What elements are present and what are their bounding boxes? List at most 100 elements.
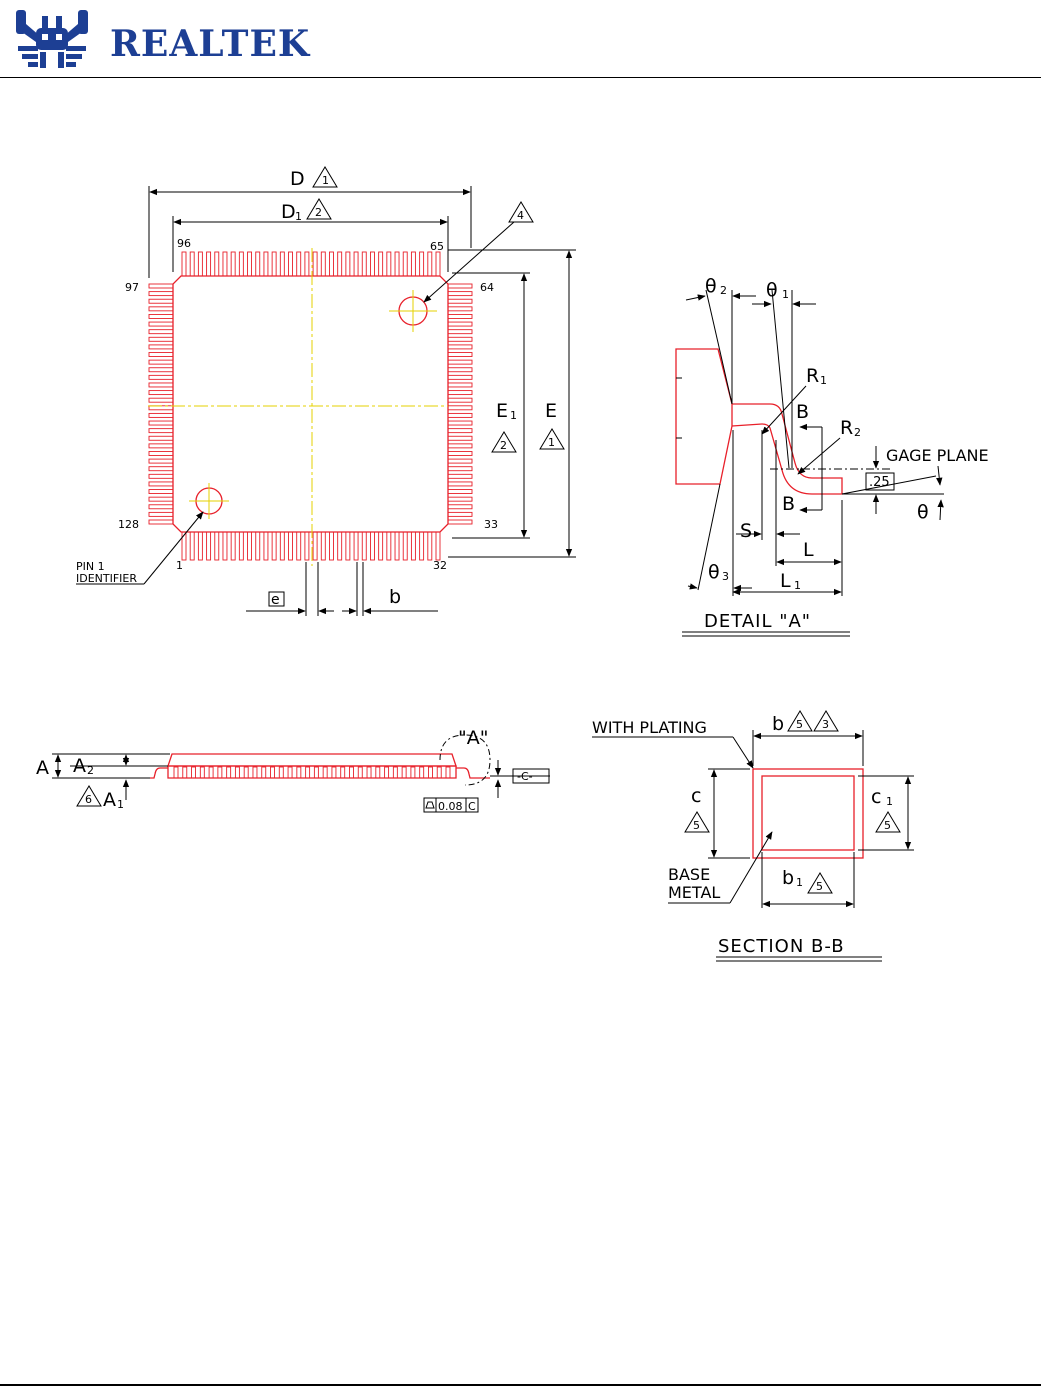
lead: [149, 391, 173, 395]
lead: [321, 252, 325, 276]
side-lead: [358, 767, 362, 778]
lead: [215, 532, 219, 560]
r1-sub: 1: [820, 374, 827, 387]
note-5-c: 5: [693, 819, 700, 832]
lead: [321, 532, 325, 560]
lead: [448, 398, 472, 402]
theta-label: θ: [917, 501, 929, 523]
dim-d1-label: D: [281, 201, 296, 223]
side-lead: [244, 767, 248, 778]
side-lead: [297, 767, 301, 778]
side-lead: [332, 767, 336, 778]
side-lead: [174, 767, 178, 778]
lead: [420, 252, 424, 276]
lead: [149, 299, 173, 303]
dim-c1-label: c: [871, 786, 881, 808]
lead: [289, 532, 293, 560]
side-lead: [367, 767, 371, 778]
lead: [289, 252, 293, 276]
lead: [223, 532, 227, 560]
note-e1: 2: [500, 439, 507, 452]
dim-e1-label: E: [496, 400, 508, 422]
side-view-leads: [174, 767, 450, 778]
lead: [436, 532, 440, 560]
lead: [448, 429, 472, 433]
note-5-b1: 5: [816, 880, 823, 893]
side-view: A A 2 6 A 1 "A" -C- 0.08 C: [36, 727, 550, 813]
lead: [411, 252, 415, 276]
lead: [436, 252, 440, 276]
lead: [149, 429, 173, 433]
lead: [149, 467, 173, 471]
lead: [346, 252, 350, 276]
lead: [329, 532, 333, 560]
lead: [297, 252, 301, 276]
datum-c: -C-: [517, 770, 533, 783]
side-body-bottom: [168, 766, 456, 778]
side-lead: [323, 767, 327, 778]
lead: [149, 490, 173, 494]
lead: [448, 421, 472, 425]
side-lead: [314, 767, 318, 778]
lead: [448, 406, 472, 410]
lead: [329, 252, 333, 276]
r1-label: R: [806, 365, 819, 387]
lead: [448, 330, 472, 334]
lead: [297, 532, 301, 560]
note-5-c1: 5: [884, 819, 891, 832]
lead: [149, 436, 173, 440]
theta3-label: θ: [708, 561, 720, 583]
lead: [239, 532, 243, 560]
lead: [215, 252, 219, 276]
lead: [149, 292, 173, 296]
lead: [448, 383, 472, 387]
leads-right: [448, 284, 472, 524]
lead: [379, 532, 383, 560]
dim-a2-sub: 2: [87, 764, 94, 777]
lead: [256, 252, 260, 276]
side-lead: [279, 767, 283, 778]
dim-a1-label: A: [103, 789, 116, 811]
section-bb-caption: SECTION B-B: [718, 936, 845, 957]
dim-a2-label: A: [73, 755, 86, 777]
lead: [448, 353, 472, 357]
lead: [149, 383, 173, 387]
lead: [305, 532, 309, 560]
side-lead-left: [150, 768, 168, 778]
lead: [149, 512, 173, 516]
pin-97: 97: [125, 281, 139, 294]
lead: [256, 532, 260, 560]
side-lead: [437, 767, 441, 778]
side-lead: [200, 767, 204, 778]
lead: [387, 252, 391, 276]
dim-d-label: D: [290, 168, 305, 190]
lead: [448, 444, 472, 448]
lead: [338, 532, 342, 560]
base-metal-section: [762, 776, 854, 850]
lead: [149, 345, 173, 349]
theta1-sub: 1: [782, 288, 789, 301]
lead: [346, 532, 350, 560]
detail-a-ref: "A": [458, 727, 488, 749]
side-lead: [271, 767, 275, 778]
lead: [223, 252, 227, 276]
lead: [149, 497, 173, 501]
base-metal-line1: BASE: [668, 865, 710, 884]
lead: [190, 252, 194, 276]
lead: [149, 505, 173, 509]
lead: [448, 292, 472, 296]
side-lead: [209, 767, 213, 778]
lead: [313, 532, 317, 560]
l-label: L: [803, 539, 814, 561]
lead: [149, 307, 173, 311]
lead: [149, 459, 173, 463]
dim-e1-sub: 1: [510, 409, 517, 422]
dim-a-label: A: [36, 757, 49, 779]
lead: [448, 307, 472, 311]
detail-a-view: θ 2 θ 1 R 1 B B R 2 GAGE PLANE .25: [676, 275, 989, 636]
lead: [149, 337, 173, 341]
note-5-b: 5: [796, 718, 803, 731]
side-lead: [253, 767, 257, 778]
lead: [149, 368, 173, 372]
dim-a1-sub: 1: [117, 798, 124, 811]
